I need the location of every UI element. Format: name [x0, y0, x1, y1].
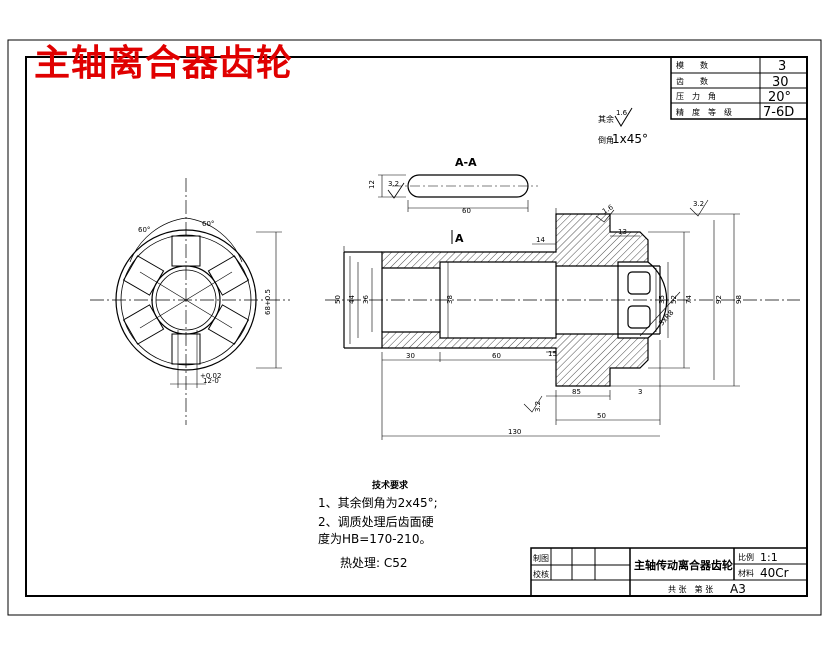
param-value-pressure-angle: 20°	[768, 90, 791, 105]
dim-dia-38: 38	[446, 295, 454, 304]
cut-label: A	[455, 232, 464, 245]
param-label-precision: 精 度 等 级	[676, 107, 732, 117]
param-value-precision: 7-6D	[763, 105, 794, 120]
dim-dia-44: 44	[348, 295, 356, 304]
inner-frame	[25, 56, 808, 597]
param-label-pressure-angle: 压 力 角	[676, 91, 716, 101]
param-value-teeth: 30	[772, 75, 789, 90]
section-a-a	[378, 174, 538, 212]
drawing-title: 主轴离合器齿轮	[34, 42, 294, 84]
chamfer-label: 倒角	[598, 135, 614, 145]
roughness-slot: 3.2	[388, 180, 399, 188]
roughness-bottom: 3.2	[534, 401, 542, 412]
dim-68: 68+0.5	[264, 289, 272, 315]
dim-dia-35: 35	[658, 295, 666, 304]
sheet-label: 共 张 第 张	[668, 584, 713, 594]
scale-label: 比例	[738, 552, 754, 562]
other-roughness-value: 1.6	[616, 109, 628, 117]
dim-dia-52: 52	[670, 295, 678, 304]
main-section-view	[325, 208, 800, 387]
tech-req-line-2: 2、调质处理后齿面硬	[318, 515, 434, 529]
title-block	[530, 547, 808, 597]
roughness-right: 3.2	[693, 200, 704, 208]
param-label-teeth: 齿 数	[676, 76, 708, 86]
outer-border	[7, 39, 822, 616]
dim-3: 3	[638, 388, 642, 396]
dim-dia-98: 98	[735, 295, 743, 304]
material-label: 材料	[738, 568, 754, 578]
angle-dim-2: 60°	[202, 220, 214, 228]
gear-parameter-table: 模 数 3 齿 数 30 压 力 角 20° 精 度 等 级 7-6D	[670, 56, 808, 120]
dim-dia-74: 74	[685, 295, 693, 304]
dim-85: 85	[572, 388, 581, 396]
section-label: A-A	[455, 156, 477, 169]
tech-req-line-1: 1、其余倒角为2x45°;	[318, 496, 438, 510]
tech-req-line-3: 度为HB=170-210。	[318, 532, 432, 546]
param-label-module: 模 数	[676, 60, 708, 70]
dim-dia-50: 50	[334, 295, 342, 304]
dim-50: 50	[597, 412, 606, 420]
end-view	[90, 178, 290, 425]
material-value: 40Cr	[760, 566, 789, 580]
dim-60-slot: 60	[462, 207, 471, 215]
dim-13: 13	[618, 228, 627, 236]
dim-15: 15	[548, 350, 557, 358]
main-dimension-lines	[343, 199, 740, 440]
general-notes: 其余 1.6 倒角 1x45°	[598, 107, 648, 146]
slot-tolerance: +0.02	[200, 372, 221, 380]
tech-req-title: 技术要求	[372, 481, 409, 491]
dim-12: 12	[368, 180, 376, 189]
tech-req-line-4: 热处理: C52	[340, 556, 408, 570]
param-value-module: 3	[778, 59, 786, 74]
slot-width: 12-0	[203, 377, 219, 385]
paper-size: A3	[730, 582, 746, 596]
dim-30: 30	[406, 352, 415, 360]
part-name: 主轴传动离合器齿轮	[634, 558, 733, 572]
chamfer-value: 1x45°	[612, 132, 648, 146]
scale-value: 1:1	[760, 551, 778, 564]
dim-130: 130	[508, 428, 521, 436]
angle-dim-1: 60°	[138, 226, 150, 234]
dim-14: 14	[536, 236, 545, 244]
dim-dia-92: 92	[715, 295, 723, 304]
drawn-label: 制图	[533, 553, 549, 563]
dim-dia-36: 36	[362, 295, 370, 304]
checked-label: 校核	[533, 569, 549, 579]
other-roughness-label: 其余	[598, 114, 614, 124]
dim-60: 60	[492, 352, 501, 360]
